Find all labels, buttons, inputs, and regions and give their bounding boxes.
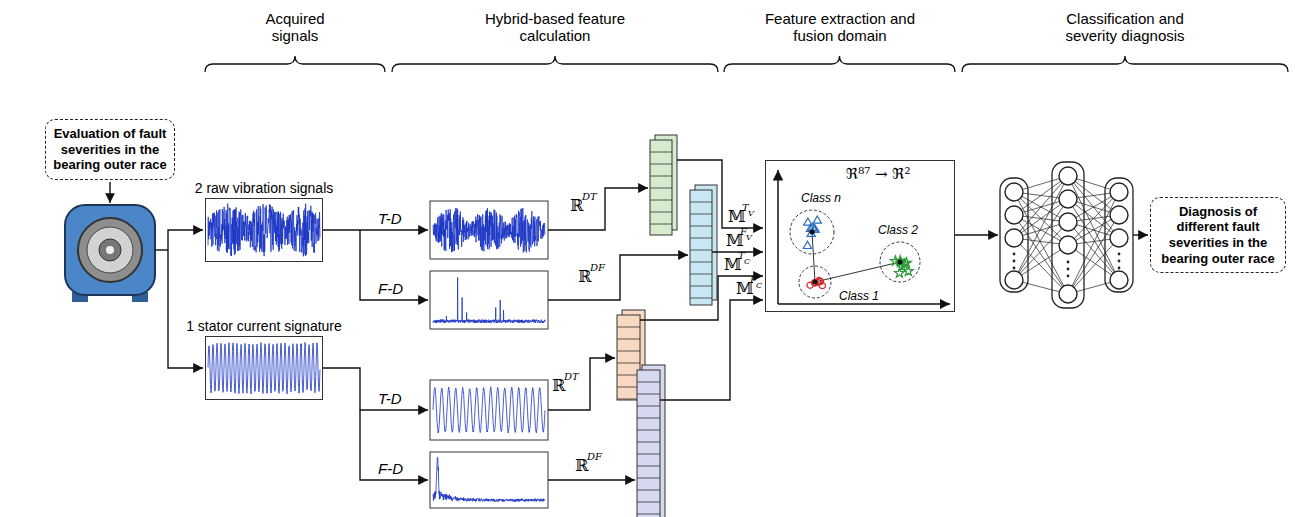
flow-arrow [109, 182, 110, 203]
flow-arrow [955, 234, 998, 235]
flow-arrow [323, 368, 428, 410]
space-title: ℜ⁸⁷ → ℜ² [846, 165, 911, 183]
flow-arrow [168, 230, 203, 250]
plot-frame [430, 271, 548, 329]
flow-arrow [548, 188, 648, 230]
plot-frame [430, 201, 548, 259]
flow-arrow [548, 479, 635, 480]
feature-vector [690, 185, 717, 305]
flow-arrow [168, 250, 203, 368]
signal-waveform [208, 204, 320, 257]
domain-label: T-D [378, 211, 402, 226]
section-heading: Acquired signals [245, 10, 345, 45]
class-label: Class 2 [878, 223, 918, 237]
matrix-subscript: V [748, 209, 754, 218]
domain-label: F-D [378, 281, 403, 296]
matrix-subscript: V [746, 233, 752, 242]
feature-vector [637, 365, 665, 517]
section-brace [392, 56, 718, 72]
plot-frame [430, 380, 548, 440]
section-brace [962, 56, 1288, 72]
motor-icon [65, 205, 155, 302]
flow-arrow [360, 410, 428, 480]
flow-arrow [548, 255, 688, 300]
section-heading: Classification and severity diagnosis [1040, 10, 1210, 45]
matrix-subscript: C [756, 281, 762, 290]
neural-network [1000, 162, 1133, 308]
matrix-superscript: T [738, 251, 745, 261]
signal-waveform [433, 208, 545, 252]
matrix-superscript: T [742, 203, 749, 213]
space-symbol: ℝ [552, 377, 565, 395]
signal-waveform [433, 457, 545, 501]
section-brace [724, 56, 955, 72]
feature-space-plot [778, 170, 950, 304]
space-symbol: ℝ [578, 268, 591, 286]
box-text: Diagnosis of different fault severities … [1156, 204, 1280, 266]
flow-arrow [360, 230, 428, 300]
section-heading: Feature extraction and fusion domain [755, 10, 925, 45]
space-superscript: DT [564, 372, 579, 382]
flow-arrow [677, 160, 763, 228]
space-symbol: ℝ [575, 457, 588, 475]
space-superscript: DT [582, 192, 597, 202]
plot-frame [430, 452, 548, 508]
flow-arrow [712, 251, 763, 252]
flow-arrow [155, 249, 168, 250]
domain-label: T-D [378, 391, 402, 406]
class-label: Class n [801, 191, 841, 205]
signal-plot: 2 raw vibration signals [205, 198, 323, 262]
signal-heading: 2 raw vibration signals [195, 180, 334, 196]
signal-waveform [208, 342, 320, 394]
signal-heading: 1 stator current signature [186, 318, 342, 334]
domain-label: F-D [378, 461, 403, 476]
class-label: Class 1 [839, 289, 879, 303]
flow-arrow [640, 276, 763, 320]
space-superscript: DF [587, 452, 602, 462]
flow-arrow [548, 358, 615, 410]
box-text: Evaluation of fault severities in the be… [51, 126, 169, 173]
signal-plot: 1 stator current signature [205, 336, 323, 400]
feature-vector [650, 135, 677, 235]
signal-waveform [433, 387, 545, 433]
start-box: Evaluation of fault severities in the be… [45, 119, 175, 180]
matrix-superscript: F [750, 275, 757, 285]
section-heading: Hybrid-based feature calculation [470, 10, 640, 45]
signal-waveform [433, 278, 545, 323]
matrix-subscript: C [744, 257, 750, 266]
flow-arrow [1133, 234, 1148, 235]
space-superscript: DF [590, 263, 605, 273]
section-brace [205, 56, 385, 72]
result-box: Diagnosis of different fault severities … [1150, 197, 1286, 273]
flow-arrow [660, 300, 763, 400]
space-symbol: ℝ [570, 197, 583, 215]
feature-space-box: ℜ⁸⁷ → ℜ² Class n Class 2 Class 1 [765, 160, 955, 312]
flow-arrow [323, 229, 428, 230]
matrix-superscript: F [740, 227, 747, 237]
